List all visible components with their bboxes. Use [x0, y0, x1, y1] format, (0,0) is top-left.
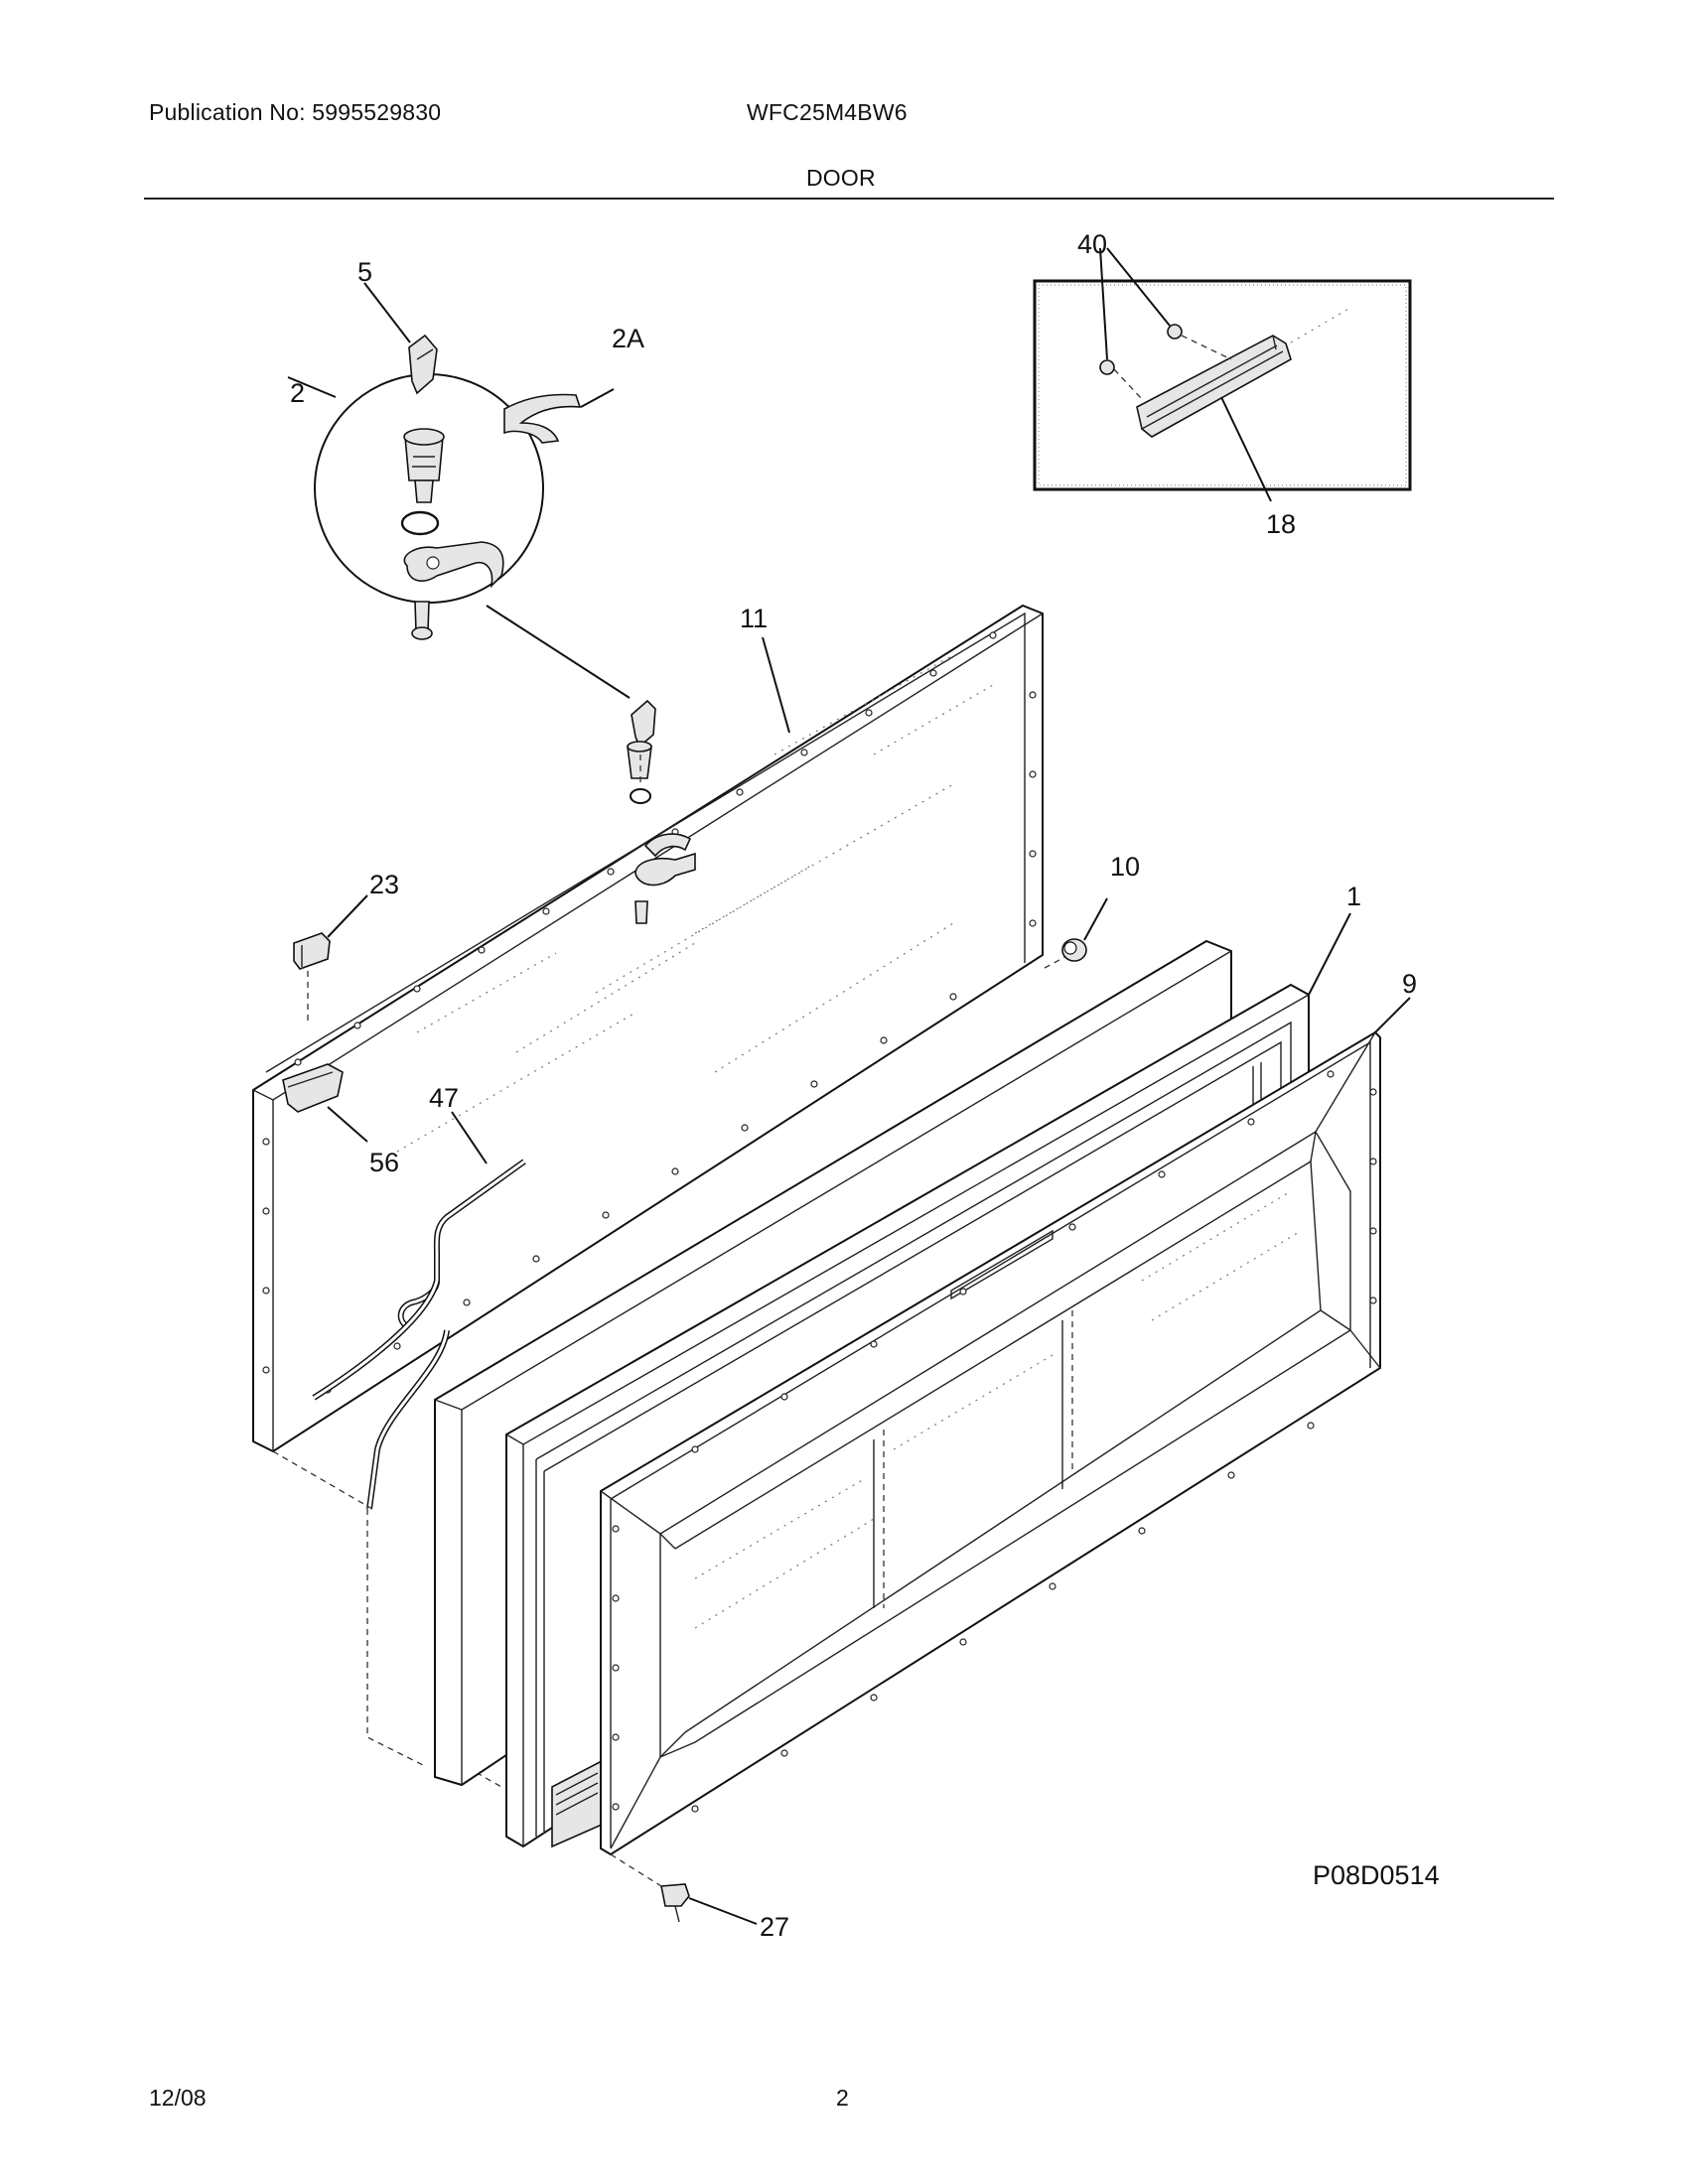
section-title: DOOR: [806, 165, 876, 191]
callout-23: 23: [369, 870, 399, 899]
callout-18: 18: [1266, 509, 1296, 539]
callout-9: 9: [1402, 969, 1417, 999]
callout-2: 2: [290, 378, 305, 408]
callout-27: 27: [760, 1912, 789, 1942]
plug-10: [1061, 897, 1108, 962]
handle-part: [1136, 307, 1351, 438]
callout-5: 5: [357, 257, 372, 287]
callout-10: 10: [1110, 852, 1140, 882]
heater-wire-47: [312, 1111, 526, 1510]
footer-date: 12/08: [149, 2085, 207, 2111]
diagram-code: P08D0514: [1313, 1860, 1440, 1890]
clip-2a: [503, 388, 615, 444]
screw-40b: [1167, 324, 1183, 340]
footer-page-number: 2: [836, 2085, 849, 2111]
publication-number: Publication No: 5995529830: [149, 99, 442, 125]
part-56: [282, 1063, 368, 1143]
screw-27: [610, 1853, 758, 1925]
inset-handle-detail: [1033, 247, 1412, 502]
hinge-pin-5: [363, 282, 438, 395]
screw-40a: [1099, 359, 1115, 375]
callout-47: 47: [429, 1083, 459, 1113]
part-23: [293, 894, 368, 1023]
callout-56: 56: [369, 1148, 399, 1177]
callout-1: 1: [1346, 882, 1361, 911]
callout-2a: 2A: [612, 324, 644, 353]
callout-11: 11: [740, 604, 768, 633]
header-divider: [144, 198, 1554, 200]
model-number: WFC25M4BW6: [747, 99, 908, 125]
callout-40: 40: [1077, 229, 1107, 259]
hinge-detail-circle: [287, 373, 544, 640]
door-inner-panel-11: [252, 604, 1044, 1453]
